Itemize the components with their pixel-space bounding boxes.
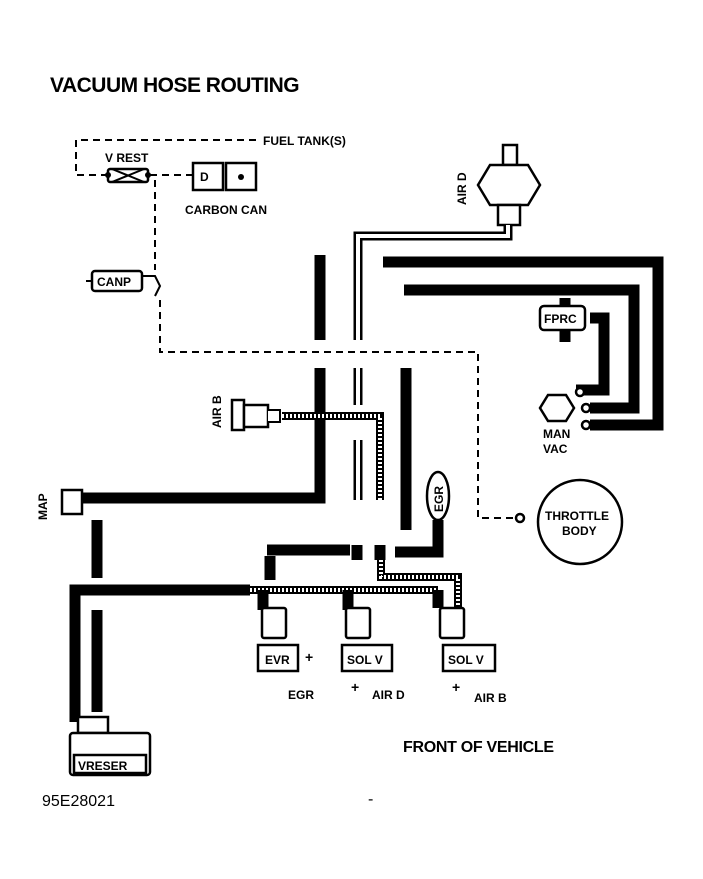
- air-b-bottom-label: AIR B: [474, 691, 507, 705]
- sol-v-2-plus: +: [452, 679, 460, 695]
- fprc-solenoid: FPRC: [538, 298, 610, 396]
- egr-bottom-label: EGR: [288, 688, 314, 702]
- air-d-bottom-label: AIR D: [372, 688, 405, 702]
- throttle-body-label-1: THROTTLE: [545, 509, 609, 523]
- evr-solenoid: EVR + EGR: [256, 606, 314, 702]
- vapor-restrictor: V REST: [105, 151, 151, 184]
- sol-v-air-d: SOL V + AIR D: [340, 606, 405, 702]
- carbon-can-label: CARBON CAN: [185, 203, 267, 217]
- sol-v-1-label: SOL V: [347, 653, 383, 667]
- map-label: MAP: [36, 493, 50, 520]
- vreser-label: VRESER: [78, 759, 128, 773]
- diagram-title: VACUUM HOSE ROUTING: [50, 74, 299, 97]
- sol-v-air-b: SOL V + AIR B: [438, 606, 507, 705]
- evr-label: EVR: [265, 653, 290, 667]
- manifold-vacuum-loop: [383, 256, 664, 431]
- center-hose-segments: [353, 368, 412, 530]
- air-b-valve: AIR B: [210, 395, 384, 500]
- left-vacuum-manifold-pipe: [82, 255, 326, 504]
- vreser-hose: [69, 520, 250, 722]
- front-of-vehicle-label: FRONT OF VEHICLE: [403, 739, 554, 756]
- canp-solenoid: CANP: [86, 269, 162, 297]
- air-d-top-label: AIR D: [455, 172, 469, 205]
- lower-hose-manifold: [250, 544, 462, 620]
- throttle-body: THROTTLE BODY: [514, 478, 624, 566]
- air-d-diverter-valve: AIR D: [455, 143, 542, 227]
- sol-v-1-plus: +: [351, 679, 359, 695]
- v-rest-label: V REST: [105, 151, 149, 165]
- vacuum-reservoir: VRESER: [68, 715, 152, 777]
- dash-mark: -: [368, 791, 373, 808]
- egr-valve-label: EGR: [432, 486, 446, 512]
- figure-code: 95E28021: [42, 793, 115, 810]
- man-vac-label-2: VAC: [543, 442, 568, 456]
- map-sensor: MAP: [36, 488, 84, 520]
- sol-v-2-label: SOL V: [448, 653, 484, 667]
- manifold-vacuum-fitting: MAN VAC: [538, 386, 592, 456]
- man-vac-label-1: MAN: [543, 427, 570, 441]
- air-d-hose: [353, 225, 513, 340]
- fuel-tank-vapor-line: FUEL TANK(S): [75, 134, 346, 176]
- egr-valve: EGR: [395, 470, 451, 558]
- fprc-label: FPRC: [544, 312, 577, 326]
- fuel-tank-label: FUEL TANK(S): [263, 134, 346, 148]
- carbon-canister: D CARBON CAN: [185, 161, 267, 217]
- throttle-body-label-2: BODY: [562, 524, 597, 538]
- evr-plus: +: [305, 649, 313, 665]
- air-b-left-label: AIR B: [210, 395, 224, 428]
- canp-label: CANP: [97, 275, 131, 289]
- svg-text:D: D: [200, 170, 209, 184]
